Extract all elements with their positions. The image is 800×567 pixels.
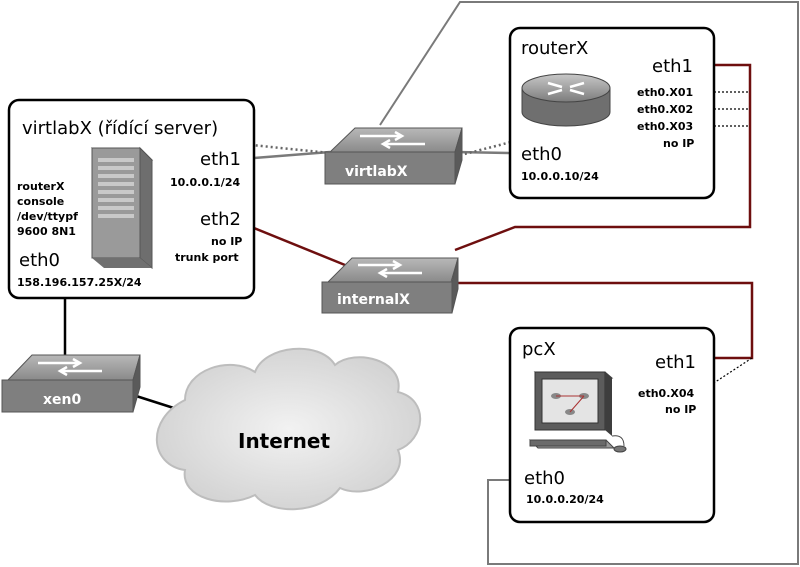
switch-internal: internalX — [321, 257, 459, 314]
switch-xen-label: xen0 — [43, 392, 81, 408]
switch-internal-label: internalX — [337, 292, 410, 308]
router-subif-3: eth0.X03 — [637, 120, 693, 133]
pc-subif-note: no IP — [665, 403, 696, 416]
internet-cloud: Internet — [155, 347, 422, 511]
router-box — [508, 26, 716, 200]
internet-label: Internet — [238, 429, 330, 453]
virtlab-eth0-label: eth0 — [19, 250, 60, 271]
link-virtlab-eth1-to-switch — [253, 150, 331, 160]
router-subif-note: no IP — [663, 137, 694, 150]
virtlab-eth2-note-1: no IP — [211, 235, 242, 248]
pc-eth0-ip: 10.0.0.20/24 — [526, 493, 604, 506]
virtlab-console-line-4: 9600 8N1 — [17, 225, 76, 238]
router-subif-1: eth0.X01 — [637, 86, 693, 99]
switch-virtlab-label: virtlabX — [345, 164, 408, 180]
virtlab-eth1-ip: 10.0.0.1/24 — [170, 176, 240, 189]
link-switch-to-router-eth0 — [454, 150, 511, 155]
pc-title: pcX — [522, 339, 556, 360]
virtlab-eth2-note-2: trunk port — [175, 251, 239, 264]
router-subif-2: eth0.X02 — [637, 103, 693, 116]
router-icon — [521, 73, 611, 127]
virtlab-eth2-label: eth2 — [200, 209, 241, 230]
router-title: routerX — [521, 38, 588, 59]
trunk-virtlab-eth2-to-internal — [253, 226, 346, 267]
router-eth0-ip: 10.0.0.10/24 — [521, 170, 599, 183]
server-tower-icon — [90, 146, 154, 270]
pc-eth0-label: eth0 — [524, 468, 565, 489]
computer-icon — [528, 371, 627, 453]
pc-eth1-label: eth1 — [655, 352, 696, 373]
switch-virtlab: virtlabX — [324, 127, 463, 185]
virtlab-eth0-ip: 158.196.157.25X/24 — [17, 276, 142, 289]
virtlab-console-line-3: /dev/ttypf — [17, 210, 78, 223]
virtlab-eth1-label: eth1 — [200, 149, 241, 170]
virtlab-console-line-1: routerX — [17, 180, 65, 193]
switch-xen: xen0 — [1, 354, 141, 413]
trunk-internal-to-router-eth1 — [454, 63, 752, 252]
router-eth1-label: eth1 — [652, 56, 693, 77]
trunk-internal-to-pc-eth1 — [455, 281, 754, 360]
router-eth0-label: eth0 — [521, 144, 562, 165]
virtlab-console-line-2: console — [17, 195, 64, 208]
pc-subif: eth0.X04 — [638, 387, 695, 400]
outer-frame — [379, 0, 799, 565]
virtlab-server-title: virtlabX (řídící server) — [22, 118, 218, 139]
